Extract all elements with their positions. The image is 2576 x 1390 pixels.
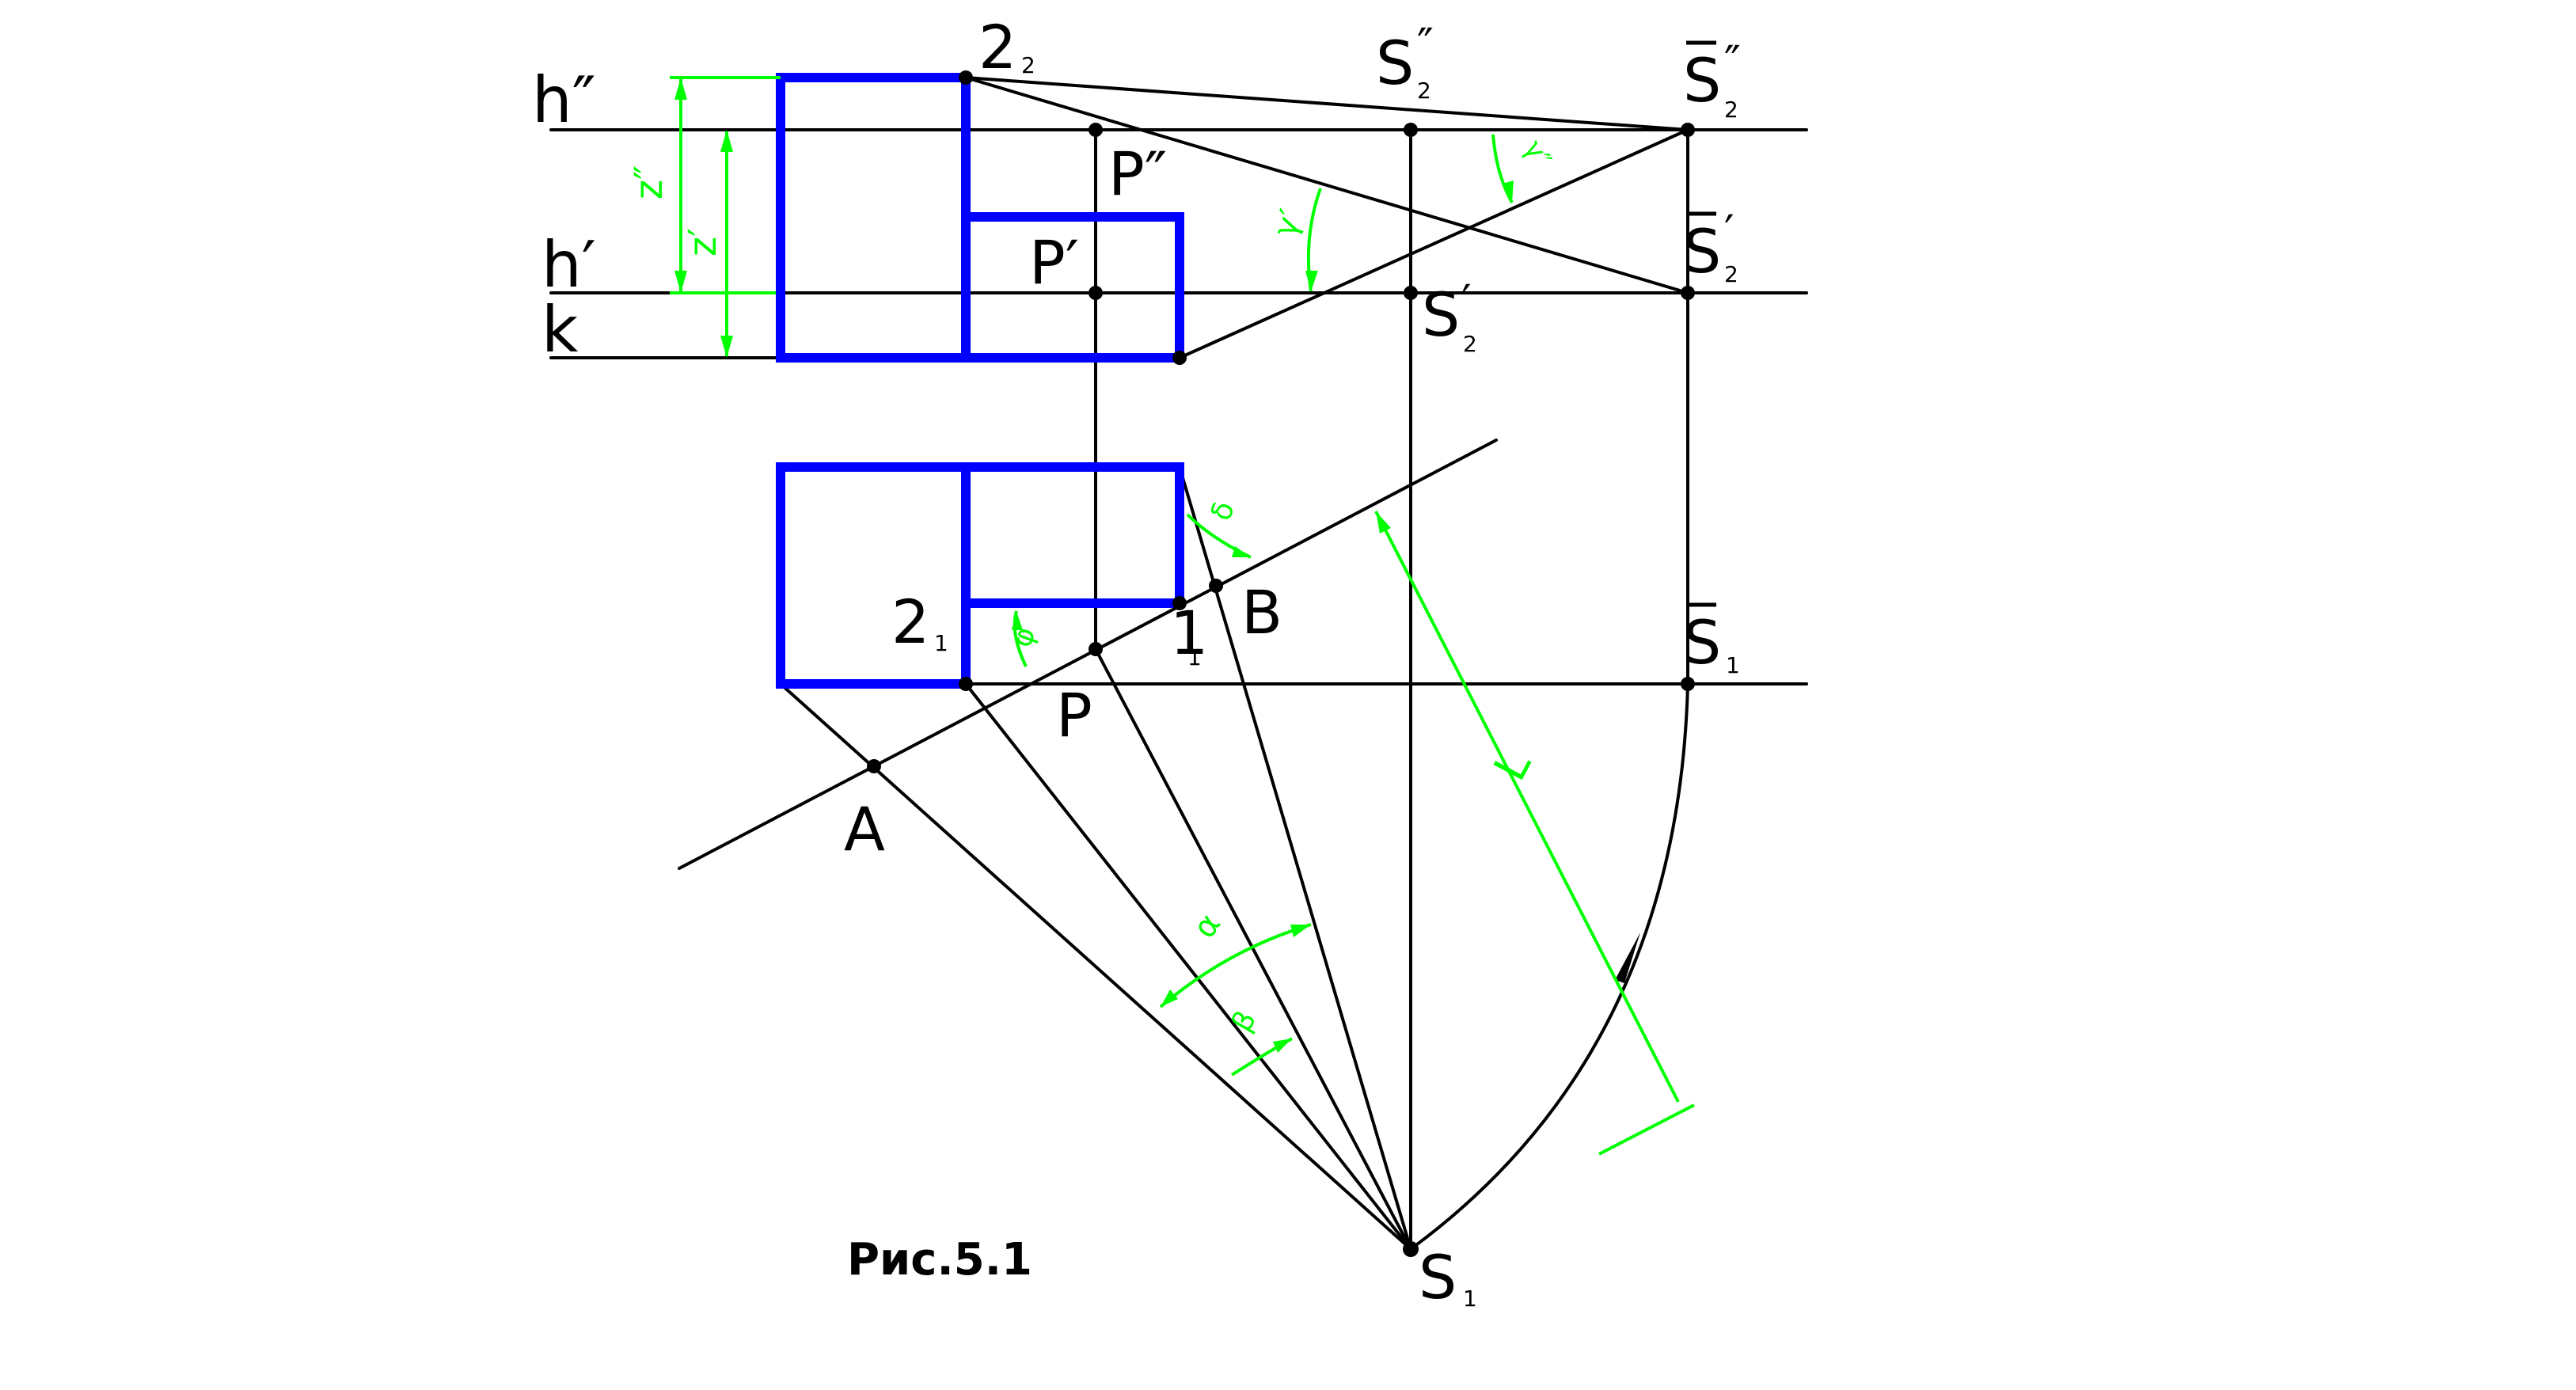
point-b <box>1209 579 1223 593</box>
label-2-1-sub: 1 <box>934 630 948 656</box>
label-s-bar-2-double-prime-mark: ″ <box>1724 37 1741 89</box>
dimension-labels: z″ z′ γ′ γ″ α β δ φ L <box>627 135 1557 1038</box>
point-markers <box>867 70 1695 1257</box>
point-s-2-double-prime <box>1404 123 1418 137</box>
ray-s1-to-2-1 <box>964 682 1412 1251</box>
arrow-phi <box>1012 611 1023 630</box>
label-s-bar-1: S <box>1683 607 1721 678</box>
angle-arc-gamma-double-prime <box>1491 134 1514 203</box>
rotation-arc <box>1409 682 1689 1251</box>
label-2-1: 2 <box>891 587 929 657</box>
label-s-bar-2-prime: S <box>1683 216 1721 287</box>
label-1-1: 1 <box>1170 598 1208 668</box>
point-p-double-prime <box>1089 123 1103 137</box>
picture-plane-line <box>678 439 1498 870</box>
arrow-alpha-left <box>1161 989 1178 1007</box>
dim-l-tick <box>1598 1103 1695 1156</box>
label-h-prime: h′ <box>541 228 596 302</box>
label-s-bar-1-sub: 1 <box>1726 652 1740 678</box>
label-s-2-prime-mark: ′ <box>1461 276 1472 328</box>
label-b: B <box>1241 577 1282 648</box>
point-2-2 <box>959 70 973 85</box>
ray-s1-to-b <box>1178 465 1412 1251</box>
label-p: P <box>1056 680 1092 750</box>
label-s-2-prime-sub: 2 <box>1463 331 1477 357</box>
arrow-z-double-prime-top <box>674 78 687 100</box>
label-s-bar-2-prime-mark: ′ <box>1724 207 1734 258</box>
label-beta: β <box>1225 1005 1263 1037</box>
arc-arrow-head <box>1615 932 1640 983</box>
label-p-prime: P′ <box>1029 227 1079 298</box>
point-1-1 <box>1172 596 1187 610</box>
point-p <box>1089 642 1103 656</box>
ray-s1-to-corner <box>779 682 1412 1251</box>
label-h-double-prime: h″ <box>532 63 596 137</box>
front-view-block-low <box>961 212 1184 363</box>
arrow-beta <box>1273 1039 1292 1053</box>
label-s-2-double-prime-mark: ″ <box>1417 20 1434 71</box>
arrow-z-double-prime-bottom <box>674 271 687 293</box>
arrow-z-prime-top <box>720 130 733 152</box>
label-s-bar-2-double-prime: S <box>1683 45 1721 116</box>
dimension-arrowheads <box>674 78 1514 1053</box>
label-s1: S <box>1419 1242 1457 1312</box>
arrow-z-prime-bottom <box>720 336 733 358</box>
arrow-l-top <box>1376 511 1391 534</box>
ray-k-to-s-bar-2-double-prime <box>1178 128 1689 359</box>
angle-arc-alpha <box>1159 923 1312 1008</box>
point-s-bar-2-double-prime <box>1681 123 1695 137</box>
object-views <box>776 73 1184 689</box>
label-z-prime: z′ <box>681 228 725 256</box>
label-s-bar-2-double-prime-sub: 2 <box>1724 97 1738 123</box>
label-s-2-double-prime-sub: 2 <box>1417 78 1431 104</box>
label-1-1-sub: 1 <box>1187 644 1202 670</box>
label-p-double-prime: P″ <box>1108 139 1167 209</box>
arrow-alpha-right <box>1290 925 1311 937</box>
label-delta: δ <box>1205 497 1241 525</box>
ray-2-2-to-s-bar-2-double-prime <box>964 76 1689 131</box>
label-gamma-double-prime: γ″ <box>1517 135 1557 173</box>
arrow-gamma-prime <box>1305 271 1318 291</box>
point-p-prime <box>1089 286 1103 300</box>
plan-view-block-right <box>961 462 1184 608</box>
point-2-1 <box>959 677 973 691</box>
figure-caption: Рис.5.1 <box>847 1234 1032 1286</box>
label-phi: φ <box>1005 623 1043 651</box>
label-2-2: 2 <box>978 12 1016 82</box>
point-k-end <box>1172 351 1187 365</box>
label-a: A <box>844 794 885 864</box>
ray-2-2-to-s-bar-2-prime <box>964 76 1689 294</box>
point-s-2-prime <box>1404 286 1418 300</box>
ray-s1-to-p <box>1094 648 1412 1251</box>
point-s-bar-2-prime <box>1681 286 1695 300</box>
point-s1 <box>1403 1241 1419 1257</box>
point-a <box>867 759 881 773</box>
label-s-bar-2-prime-sub: 2 <box>1724 261 1738 287</box>
front-view-block-tall <box>776 73 971 363</box>
labels: h″ h′ k 2 2 P″ P′ S 2 ″ S 2 ′ S 2 ″ S 2 … <box>532 12 1741 1312</box>
arrow-gamma-double-prime <box>1503 180 1514 203</box>
label-k: k <box>541 293 579 366</box>
point-s-bar-1 <box>1681 677 1695 691</box>
dim-l-line <box>1374 511 1680 1103</box>
label-s-2-prime: S <box>1422 279 1460 350</box>
label-2-2-sub: 2 <box>1021 52 1035 78</box>
label-s-2-double-prime: S <box>1376 28 1414 98</box>
label-gamma-prime: γ′ <box>1267 205 1309 242</box>
arrow-delta <box>1232 546 1251 557</box>
label-alpha: α <box>1187 907 1229 945</box>
label-z-double-prime: z″ <box>627 165 671 199</box>
label-s1-sub: 1 <box>1463 1286 1477 1312</box>
